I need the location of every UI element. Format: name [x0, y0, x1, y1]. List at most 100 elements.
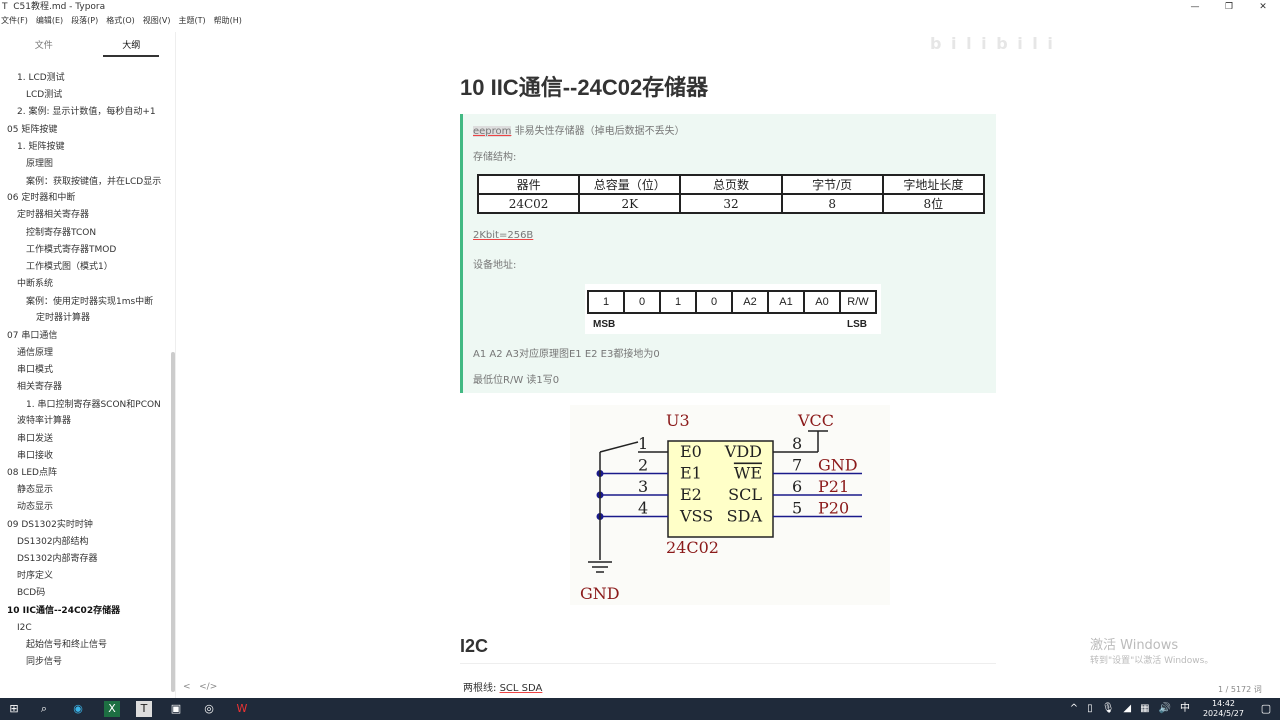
mic-icon[interactable]: 🎙 [1101, 703, 1115, 714]
outline-item[interactable]: 时序定义 [17, 571, 54, 582]
activate-sub: 转到"设置"以激活 Windows。 [1090, 656, 1214, 666]
outline-item[interactable]: 1. 串口控制寄存器SCON和PCON [26, 400, 161, 411]
source-mode-icon[interactable]: </> [199, 682, 218, 692]
outline-item[interactable]: 静态显示 [17, 485, 54, 496]
heading-1: 10 IIC通信--24C02存储器 [460, 75, 709, 100]
gnd-label: GND [580, 584, 620, 603]
outline-item[interactable]: 起始信号和终止信号 [26, 640, 108, 651]
address-bit: 0 [623, 290, 661, 314]
activate-windows-watermark: 激活 Windows 转到"设置"以激活 Windows。 [1090, 634, 1213, 666]
outline-item[interactable]: 串口接收 [17, 450, 54, 461]
table-cell: 2K [578, 193, 682, 214]
search-icon[interactable]: ⌕ [40, 702, 48, 715]
activate-title: 激活 Windows [1090, 638, 1179, 653]
outline-list: 1. LCD测试 LCD测试 2. 案例: 显示计数值，每秒自动+1 05 矩阵按键 1… [0, 60, 175, 672]
text: A1 A2 A3对应原理图E1 E2 E3都接地为0 [473, 349, 660, 360]
outline-item[interactable]: 10 IIC通信--24C02存储器 [7, 605, 121, 616]
outline-item[interactable]: 通信原理 [17, 347, 54, 358]
outline-item[interactable]: 中断系统 [17, 279, 54, 290]
outline-item[interactable]: 2. 案例: 显示计数值，每秒自动+1 [17, 107, 156, 118]
outline-item[interactable]: 07 串口通信 [7, 330, 58, 341]
outline-item[interactable]: 案例：使用定时器实现1ms中断 [26, 297, 154, 308]
address-bit: 0 [695, 290, 733, 314]
text: SCL SDA [499, 683, 543, 694]
tray-expand-icon[interactable]: ^ [1069, 703, 1079, 714]
text: 最低位R/W 读1写0 [473, 375, 560, 386]
outline-item[interactable]: 案例：获取按键值，并在LCD显示 [26, 177, 162, 188]
close-icon[interactable]: ✕ [1259, 2, 1267, 12]
menu-item[interactable]: 文件(F) [1, 16, 28, 25]
address-bit: A1 [767, 290, 805, 314]
outline-item[interactable]: I2C [17, 622, 32, 633]
obs-icon[interactable]: ◎ [204, 702, 214, 715]
word-count[interactable]: 1 / 5172 词 [1218, 685, 1262, 694]
address-bit: 1 [659, 290, 697, 314]
pin-name: E1 [680, 464, 702, 483]
usb-icon[interactable]: ▯ [1087, 703, 1093, 714]
ime-indicator[interactable]: 中 [1180, 703, 1190, 714]
typora-icon[interactable]: T [136, 701, 152, 717]
outline-item[interactable]: 08 LED点阵 [7, 468, 57, 479]
app-tray-icon[interactable]: ▦ [1140, 703, 1150, 714]
outline-item[interactable]: DS1302内部寄存器 [17, 554, 98, 565]
pin-number: 8 [792, 434, 802, 453]
sidebar-scrollbar[interactable] [171, 352, 175, 692]
outline-item[interactable]: 05 矩阵按键 [7, 124, 58, 135]
outline-item[interactable]: LCD测试 [26, 90, 63, 101]
restore-icon[interactable]: ❐ [1224, 2, 1234, 12]
outline-item[interactable]: 1. 矩阵按键 [17, 141, 65, 152]
time: 14:42 [1211, 699, 1236, 708]
table-header-cell: 器件 [476, 174, 581, 195]
outline-item[interactable]: 工作模式寄存器TMOD [26, 244, 117, 255]
menu-item[interactable]: 格式(O) [106, 16, 135, 25]
app-icon: T [2, 2, 8, 12]
pin-name: E2 [680, 485, 702, 504]
outline-item[interactable]: 串口模式 [17, 365, 54, 376]
tab-files[interactable]: 文件 [34, 41, 53, 51]
menu-item[interactable]: 帮助(H) [213, 16, 242, 25]
outline-item[interactable]: 06 定时器和中断 [7, 193, 76, 204]
edge-icon[interactable]: ◉ [73, 702, 83, 715]
text: 2Kbit=256B [473, 230, 534, 241]
pin-number: 5 [792, 499, 802, 518]
outline-item[interactable]: 定时器相关寄存器 [17, 210, 90, 221]
network-icon[interactable]: ◢ [1123, 703, 1132, 714]
volume-icon[interactable]: 🔊 [1158, 703, 1171, 714]
outline-item[interactable]: DS1302内部结构 [17, 536, 89, 547]
heading-2: I2C [460, 636, 996, 664]
camera-icon[interactable]: ▣ [170, 702, 182, 715]
outline-item[interactable]: 相关寄存器 [17, 382, 63, 393]
pin-name: SCL [728, 485, 762, 504]
vcc-label: VCC [797, 411, 834, 430]
wps-icon[interactable]: W [236, 702, 248, 715]
outline-item[interactable]: 工作模式图（模式1） [26, 262, 113, 273]
outline-item[interactable]: 09 DS1302实时时钟 [7, 519, 93, 530]
outline-item[interactable]: 1. LCD测试 [17, 73, 65, 83]
pin-number: 2 [638, 456, 648, 475]
tab-outline[interactable]: 大纲 [88, 32, 176, 60]
minimize-icon[interactable]: — [1190, 2, 1200, 12]
window-title: C51教程.md - Typora [13, 2, 106, 12]
outline-item[interactable]: 串口发送 [17, 433, 54, 444]
windows-start-icon[interactable]: ⊞ [9, 702, 19, 715]
eeprom-word: eeprom [473, 126, 512, 137]
outline-item[interactable]: 原理图 [26, 159, 54, 170]
collapse-sidebar-icon[interactable]: < [183, 682, 191, 692]
pin-number: 7 [792, 456, 802, 475]
outline-item[interactable]: 同步信号 [26, 657, 63, 668]
outline-item[interactable]: BCD码 [17, 588, 46, 599]
address-bit: R/W [839, 290, 877, 314]
outline-item[interactable]: 动态显示 [17, 502, 54, 513]
outline-item[interactable]: 定时器计算器 [36, 313, 91, 324]
excel-icon[interactable]: X [104, 701, 120, 717]
menu-item[interactable]: 段落(P) [71, 16, 99, 25]
menu-item[interactable]: 编辑(E) [35, 16, 64, 25]
outline-item[interactable]: 控制寄存器TCON [26, 227, 97, 238]
menu-item[interactable]: 视图(V) [142, 16, 171, 25]
notification-icon[interactable]: ▢ [1260, 702, 1272, 715]
outline-item[interactable]: 波特率计算器 [17, 416, 72, 427]
menu-item[interactable]: 主题(T) [178, 16, 206, 25]
